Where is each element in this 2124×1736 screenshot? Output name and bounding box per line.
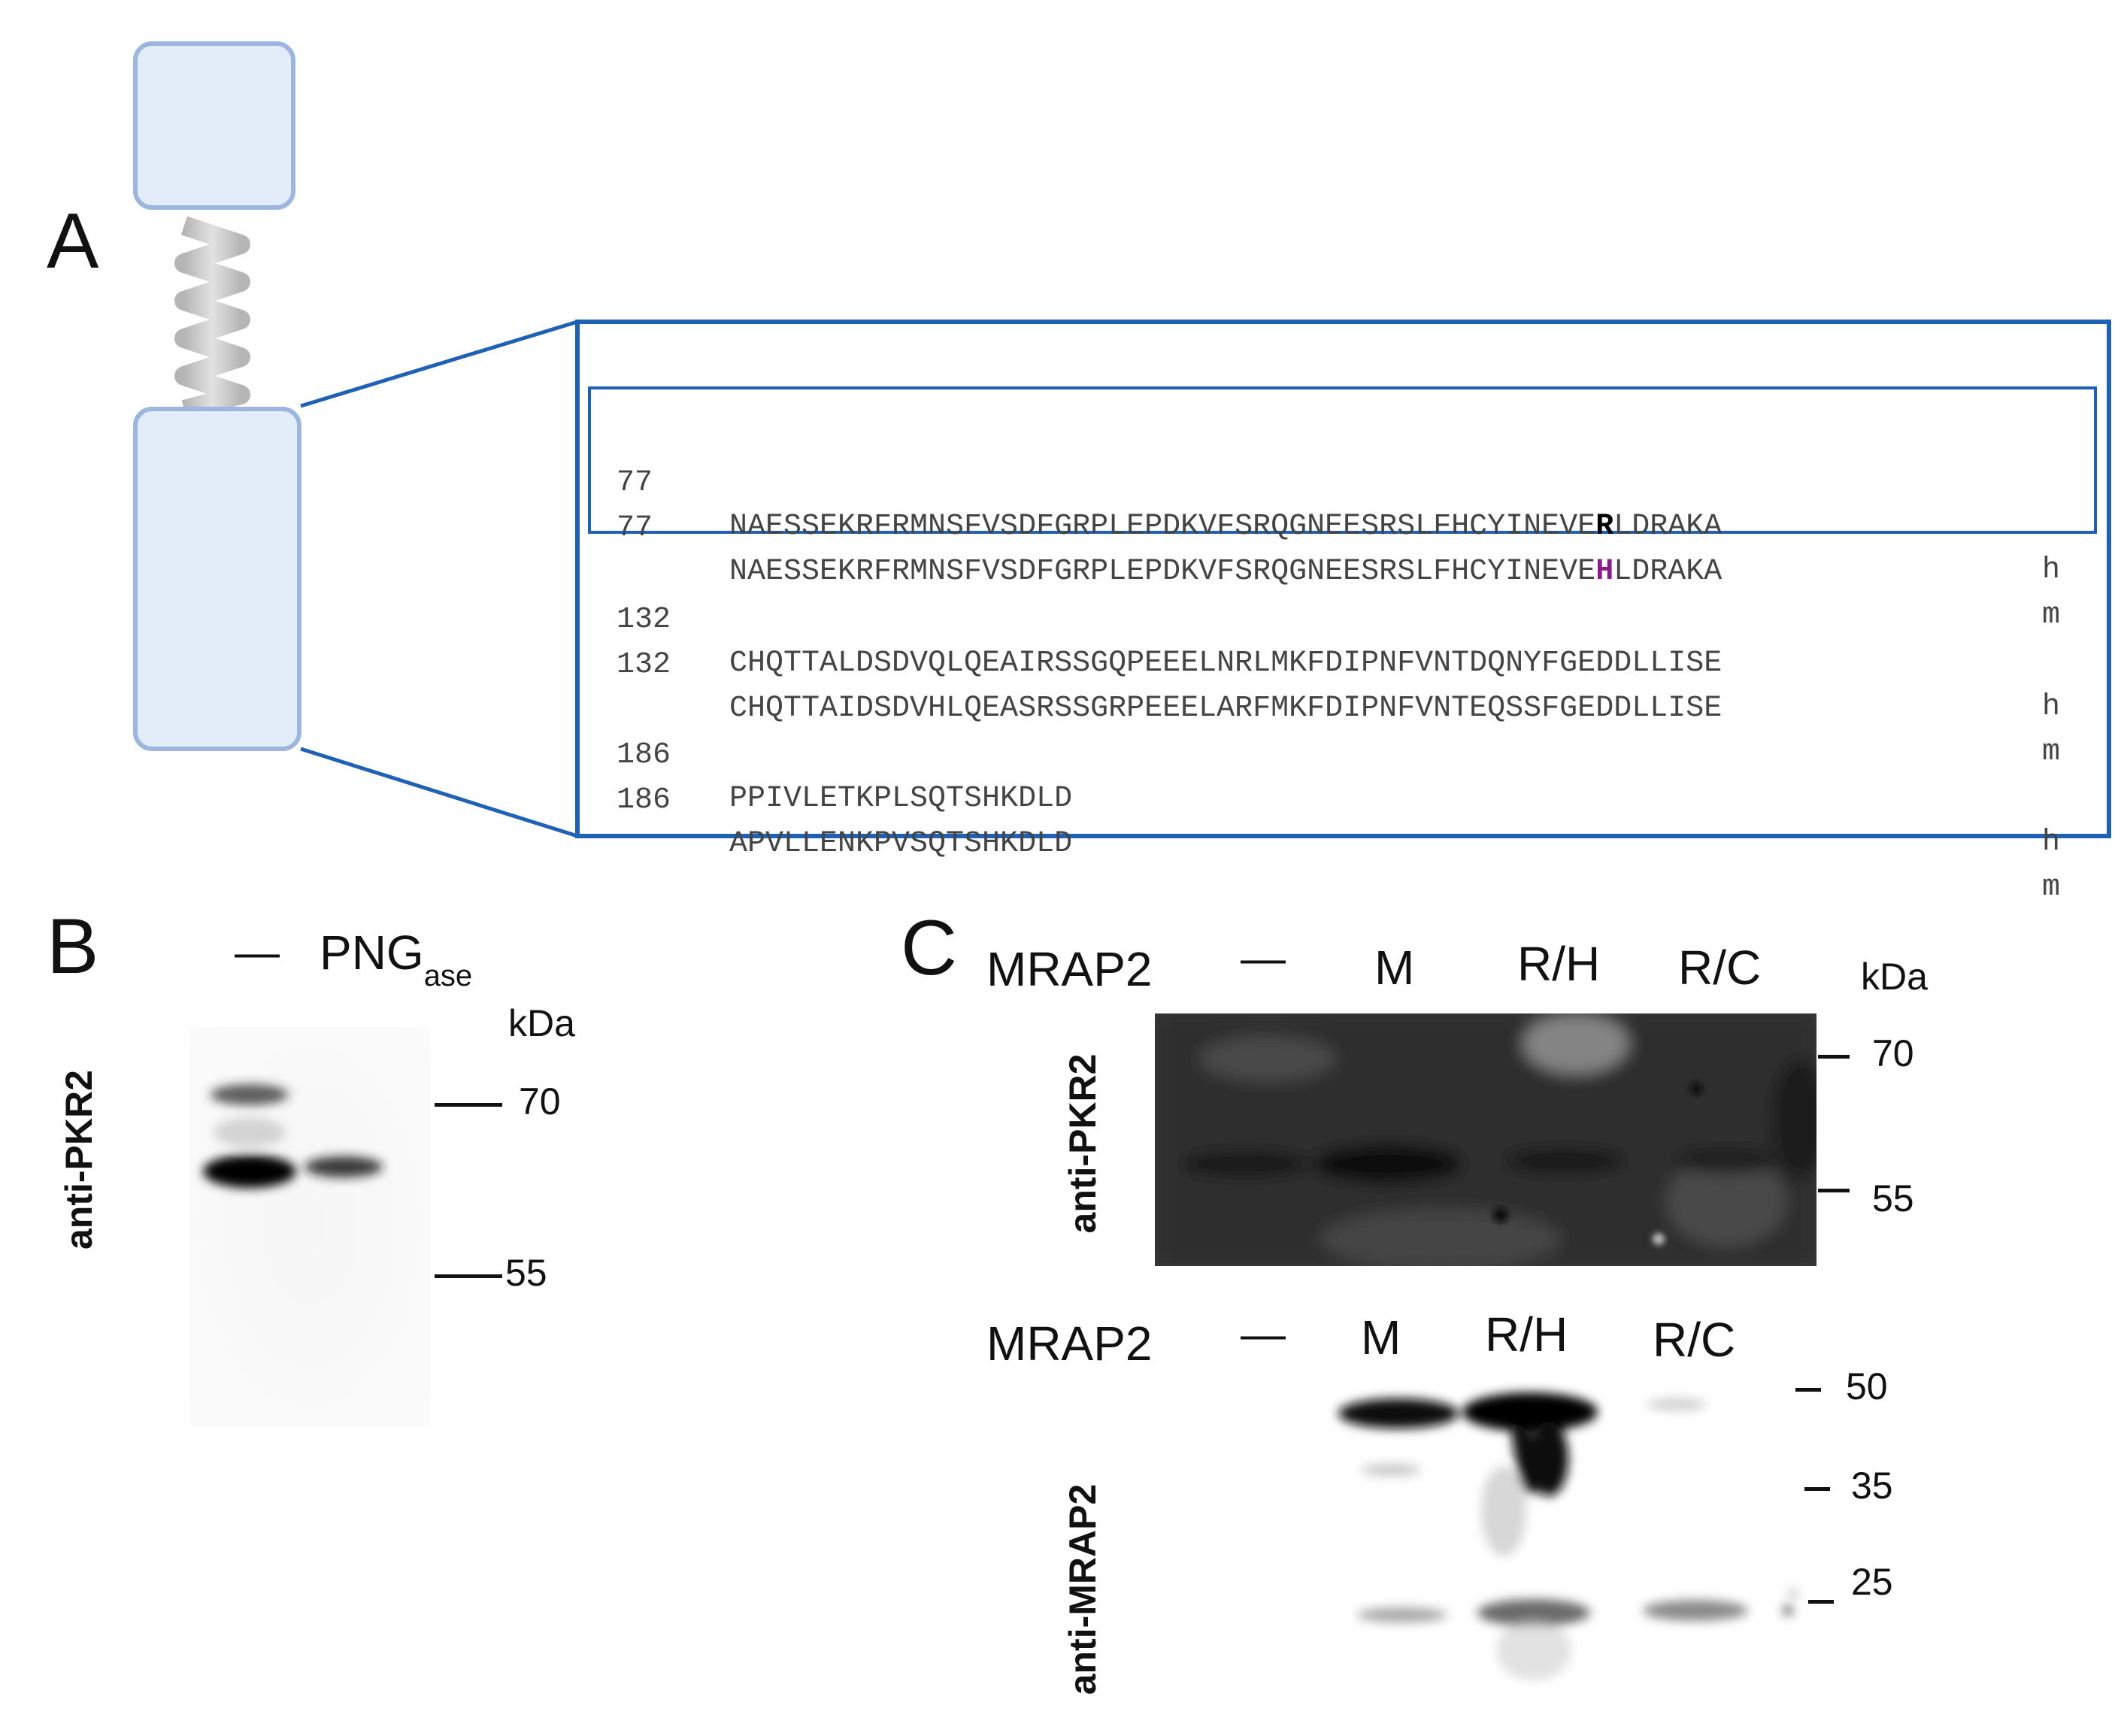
pkr2-band-lane-rh bbox=[1504, 1149, 1625, 1173]
seq-residues: NAESSEKRFRMNSFVSDFGRPLEPDKVFSRQGNEESRSLF… bbox=[729, 510, 1723, 544]
mutation-residue-mouse: H bbox=[1595, 555, 1614, 589]
lane-label-pngase: PNGase bbox=[320, 926, 473, 992]
blot-mrap2 bbox=[1338, 1392, 1796, 1680]
bottom-marker-tick-25 bbox=[1808, 1600, 1834, 1604]
panel-c-top-lane-rh: R/H bbox=[1517, 937, 1601, 991]
panel-c-bottom-lane-control: — bbox=[1241, 1309, 1286, 1359]
seq-residues: NAESSEKRFRMNSFVSDFGRPLEPDKVFSRQGNEESRSLF… bbox=[729, 555, 1723, 589]
pkr2-band-lane-rc bbox=[1674, 1149, 1779, 1173]
panel-c-label: C bbox=[901, 904, 958, 992]
panel-b-antibody-label: anti-PKR2 bbox=[58, 1070, 100, 1250]
panel-c-bottom-lane-rc: R/C bbox=[1653, 1313, 1736, 1367]
bottom-marker-label-25: 25 bbox=[1851, 1561, 1893, 1603]
blot-pkr2-pngase bbox=[189, 1027, 430, 1425]
seq-residues: CHQTTAIDSDVHLQEASRSSGRPEEELARFMKFDIPNFVN… bbox=[729, 692, 1723, 726]
band-60-lane1 bbox=[203, 1155, 296, 1188]
bottom-marker-label-35: 35 bbox=[1851, 1465, 1893, 1507]
top-marker-tick-70 bbox=[1818, 1055, 1850, 1059]
marker-tick-55 bbox=[435, 1274, 502, 1278]
marker-label-70: 70 bbox=[519, 1080, 561, 1122]
panel-b-label: B bbox=[47, 903, 99, 990]
panel-c-top-row-label: MRAP2 bbox=[986, 942, 1153, 996]
marker-tick-70 bbox=[435, 1103, 502, 1107]
band-60-lane2 bbox=[305, 1156, 383, 1177]
mrap2-band-25-rc bbox=[1643, 1600, 1748, 1621]
alignment-box bbox=[575, 320, 2111, 838]
alignment-row-5: 186 PPIVLETKPLSQTSHKDLD h bbox=[617, 690, 2060, 859]
seq-position: 186 bbox=[617, 783, 671, 817]
mrap2-band-25-m bbox=[1357, 1607, 1447, 1622]
mrap2-band-25-rh bbox=[1477, 1599, 1590, 1626]
top-marker-label-55: 55 bbox=[1872, 1177, 1914, 1219]
mrap2-band-50-m bbox=[1338, 1398, 1459, 1428]
n-terminal-domain bbox=[133, 41, 295, 210]
pkr2-band-lane-m bbox=[1313, 1144, 1463, 1183]
seq-species: h bbox=[2041, 553, 2060, 587]
c-terminal-domain bbox=[133, 407, 301, 751]
seq-species: m bbox=[2041, 871, 2060, 904]
band-70-glycosylated bbox=[211, 1084, 289, 1105]
panel-c-bottom-lane-rh: R/H bbox=[1485, 1307, 1568, 1362]
top-marker-tick-55 bbox=[1818, 1189, 1850, 1192]
panel-b-kda-label: kDa bbox=[508, 1002, 575, 1044]
seq-position: 77 bbox=[617, 511, 653, 545]
seq-species: h bbox=[2041, 690, 2060, 724]
alignment-row-4: 132 CHQTTAIDSDVHLQEASRSSGRPEEELARFMKFDIP… bbox=[617, 600, 2060, 769]
pkr2-band-lane1 bbox=[1181, 1152, 1309, 1176]
panel-c-top-antibody-label: anti-PKR2 bbox=[1062, 1053, 1104, 1234]
seq-position: 132 bbox=[617, 648, 671, 682]
panel-a-label: A bbox=[47, 198, 99, 285]
alignment-row-6: 186 APVLLENKPVSQTSHKDLD m bbox=[617, 735, 2060, 904]
seq-residues: APVLLENKPVSQTSHKDLD bbox=[729, 827, 1073, 861]
seq-species: h bbox=[2041, 826, 2060, 859]
panel-c-top-lane-m: M bbox=[1374, 941, 1415, 995]
seq-species: m bbox=[2041, 598, 2060, 632]
blot-pkr2-mrap2 bbox=[1155, 1013, 1816, 1266]
panel-c-top-lane-control: — bbox=[1241, 933, 1286, 983]
panel-c-top-lane-rc: R/C bbox=[1678, 941, 1762, 995]
lane-label-control: — bbox=[235, 927, 280, 977]
marker-label-55: 55 bbox=[505, 1252, 547, 1294]
zoom-line-top bbox=[300, 320, 578, 408]
seq-residues: CHQTTALDSDVQLQEAIRSSGQPEEELNRLMKFDIPNFVN… bbox=[729, 647, 1723, 680]
receptor-diagram bbox=[133, 41, 2111, 838]
seq-position: 77 bbox=[617, 466, 653, 500]
seq-position: 186 bbox=[617, 738, 671, 772]
top-marker-label-70: 70 bbox=[1872, 1032, 1914, 1074]
zoom-line-bottom bbox=[300, 747, 578, 838]
transmembrane-helix bbox=[174, 216, 250, 420]
mutation-residue-human: R bbox=[1595, 510, 1614, 544]
seq-residues: PPIVLETKPLSQTSHKDLD bbox=[729, 782, 1073, 816]
alignment-row-2: 77 NAESSEKRFRMNSFVSDFGRPLEPDKVFSRQGNEESR… bbox=[617, 463, 2060, 632]
panel-c-bottom-antibody-label: anti-MRAP2 bbox=[1062, 1483, 1104, 1695]
panel-c-bottom-row-label: MRAP2 bbox=[986, 1316, 1153, 1371]
mrap2-band-50-rh bbox=[1462, 1392, 1598, 1432]
seq-species: m bbox=[2041, 735, 2060, 769]
bottom-marker-tick-50 bbox=[1795, 1388, 1821, 1392]
alignment-row-1: 77 NAESSEKRFRMNSFVSDFGRPLEPDKVFSRQGNEESR… bbox=[617, 418, 2060, 587]
bottom-marker-label-50: 50 bbox=[1846, 1365, 1888, 1407]
seq-position: 132 bbox=[617, 603, 671, 637]
panel-c-kda-label: kDa bbox=[1861, 956, 1928, 998]
panel-c-bottom-lane-m: M bbox=[1361, 1310, 1401, 1365]
bottom-marker-tick-35 bbox=[1804, 1487, 1830, 1491]
mutation-region-box bbox=[588, 386, 2097, 534]
alignment-row-3: 132 CHQTTALDSDVQLQEAIRSSGQPEEELNRLMKFDIP… bbox=[617, 555, 2060, 724]
